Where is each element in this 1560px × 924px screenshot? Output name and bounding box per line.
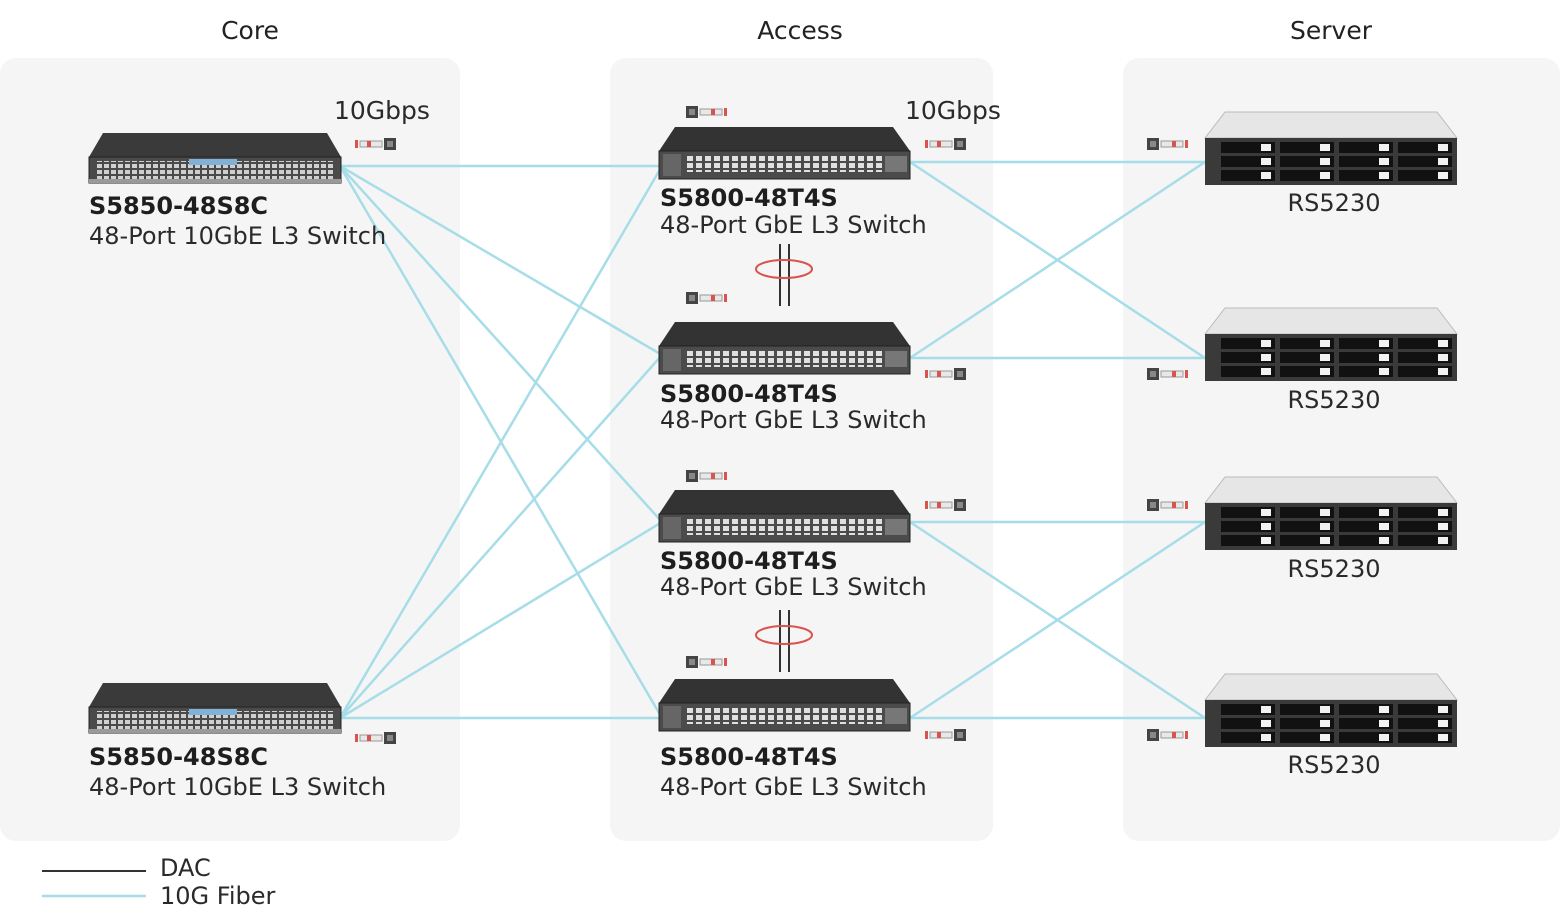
- transceiver-icon: [354, 731, 397, 745]
- core-switch-2-model: S5850-48S8C: [89, 743, 269, 771]
- access-switch-1-model: S5800-48T4S: [660, 184, 838, 212]
- legend-fiber-label: 10G Fiber: [160, 882, 276, 910]
- fiber-link: [909, 520, 1206, 720]
- fiber-links: [338, 160, 1206, 720]
- fiber-link: [339, 520, 663, 720]
- transceiver-icon: [685, 655, 728, 669]
- access-switch-3: [658, 490, 911, 543]
- core-column-title: Core: [221, 16, 279, 45]
- server-2-label: RS5230: [1287, 386, 1381, 414]
- transceiver-icon: [1146, 137, 1189, 151]
- transceiver-icon: [354, 137, 397, 151]
- access-switch-4-description: 48-Port GbE L3 Switch: [660, 773, 927, 801]
- transceiver-icon: [924, 367, 967, 381]
- server-3: [1203, 476, 1459, 550]
- server-1-label: RS5230: [1287, 189, 1381, 217]
- access-switch-1: [658, 127, 911, 180]
- core-switch-2-description: 48-Port 10GbE L3 Switch: [89, 773, 387, 801]
- transceiver-icon: [685, 105, 728, 119]
- fiber-link: [338, 165, 664, 719]
- transceiver-icon: [924, 498, 967, 512]
- transceiver-icon: [1146, 498, 1189, 512]
- server-2: [1203, 307, 1459, 381]
- fiber-link: [339, 164, 663, 357]
- core-switch-2: [88, 683, 342, 734]
- access-switch-4-model: S5800-48T4S: [660, 743, 838, 771]
- fiber-link: [339, 165, 663, 523]
- server-column-title: Server: [1290, 16, 1372, 45]
- legend-dac-label: DAC: [160, 854, 211, 882]
- core-switch-1-model: S5850-48S8C: [89, 192, 269, 220]
- fiber-link: [339, 354, 663, 719]
- access-column-title: Access: [757, 16, 843, 45]
- server-3-label: RS5230: [1287, 555, 1381, 583]
- transceiver-icon: [685, 291, 728, 305]
- access-switch-2: [658, 322, 911, 375]
- fiber-link: [909, 160, 1206, 360]
- access-switch-3-description: 48-Port GbE L3 Switch: [660, 573, 927, 601]
- server-4-label: RS5230: [1287, 751, 1381, 779]
- transceiver-icon: [1146, 728, 1189, 742]
- dac-link-1: [755, 244, 813, 306]
- dac-link-2: [755, 610, 813, 672]
- access-switch-1-description: 48-Port GbE L3 Switch: [660, 211, 927, 239]
- transceiver-icon: [924, 728, 967, 742]
- transceiver-icon: [924, 137, 967, 151]
- access-speed-label: 10Gbps: [905, 96, 1001, 125]
- transceiver-icon: [685, 469, 728, 483]
- core-speed-label: 10Gbps: [334, 96, 430, 125]
- transceiver-icon: [1146, 367, 1189, 381]
- access-switch-4: [658, 679, 911, 732]
- access-switch-2-model: S5800-48T4S: [660, 380, 838, 408]
- access-switch-3-model: S5800-48T4S: [660, 547, 838, 575]
- server-1: [1203, 111, 1459, 185]
- core-switch-1-description: 48-Port 10GbE L3 Switch: [89, 222, 387, 250]
- access-switch-2-description: 48-Port GbE L3 Switch: [660, 406, 927, 434]
- core-switch-1: [88, 133, 342, 184]
- server-4: [1203, 673, 1459, 747]
